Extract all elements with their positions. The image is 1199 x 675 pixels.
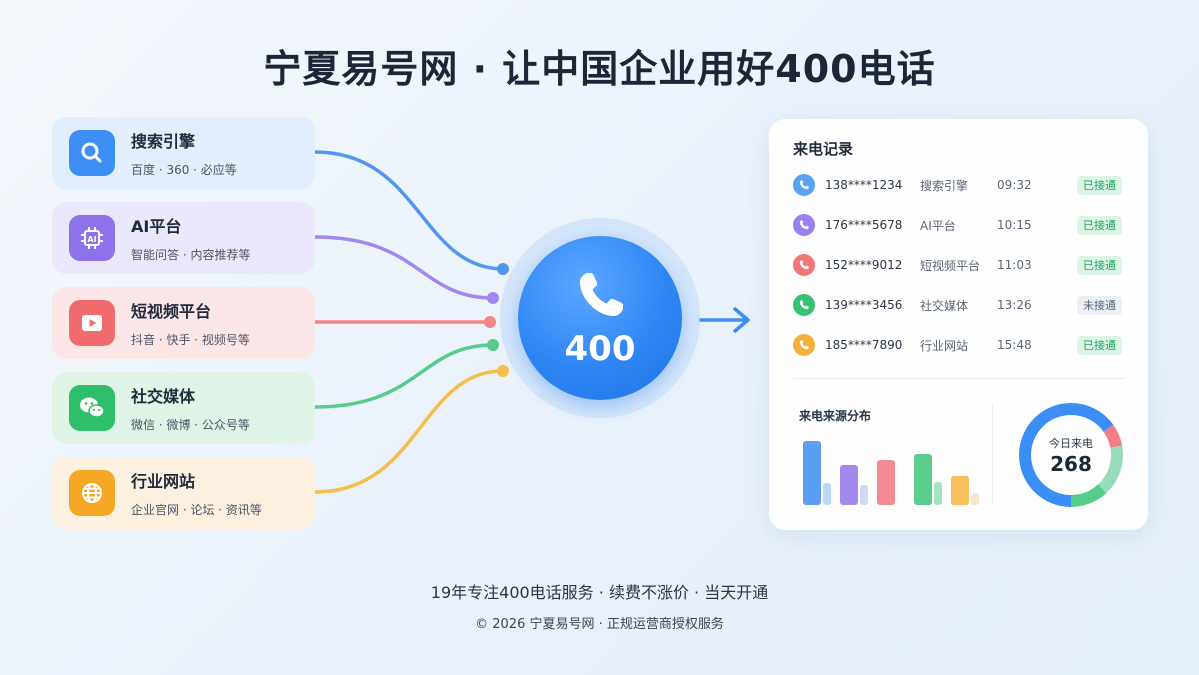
- source-card-industry[interactable]: 行业网站 企业官网 · 论坛 · 资讯等: [52, 457, 315, 529]
- dot-search: [497, 263, 509, 275]
- bar-secondary-1: [860, 485, 868, 505]
- source-title: 行业网站: [131, 472, 196, 491]
- call-log-panel: 来电记录 138****1234 搜索引擎 09:32 已接通 176****5…: [769, 119, 1148, 530]
- call-number: 176****5678: [825, 218, 903, 232]
- wechat-icon: [69, 385, 115, 431]
- panel-title: 来电记录: [793, 140, 854, 158]
- call-time: 13:26: [997, 298, 1032, 312]
- svg-text:AI: AI: [87, 235, 96, 244]
- line-ai: [313, 235, 495, 300]
- dot-industry: [497, 365, 509, 377]
- line-social: [313, 343, 495, 409]
- call-source: 社交媒体: [920, 298, 969, 313]
- bar-secondary-4: [971, 493, 979, 505]
- source-title: 搜索引擎: [131, 132, 196, 151]
- divider: [793, 378, 1125, 379]
- donut-slice-2: [1019, 403, 1123, 507]
- source-card-search[interactable]: 搜索引擎 百度 · 360 · 必应等: [52, 117, 315, 189]
- source-title: 短视频平台: [131, 302, 212, 321]
- call-row[interactable]: 176****5678 AI平台 10:15 已接通: [793, 213, 1125, 237]
- bar-main-4: [951, 476, 969, 505]
- call-row[interactable]: 185****7890 行业网站 15:48 已接通: [793, 333, 1125, 357]
- source-distribution-chart: [803, 441, 979, 505]
- footer-slogan: 19年专注400电话服务 · 续费不涨价 · 当天开通: [430, 583, 769, 602]
- phone-icon: [793, 334, 815, 356]
- call-source: 短视频平台: [920, 258, 981, 273]
- line-industry: [313, 369, 505, 494]
- today-calls-label: 今日来电: [1049, 437, 1093, 450]
- footer-copyright: © 2026 宁夏易号网 · 正规运营商授权服务: [475, 617, 724, 632]
- status-badge: 已接通: [1077, 255, 1122, 275]
- source-card-video[interactable]: 短视频平台 抖音 · 快手 · 视频号等: [52, 287, 315, 359]
- today-calls-donut: [1019, 403, 1123, 507]
- source-subtitle: 百度 · 360 · 必应等: [131, 163, 237, 177]
- call-source: AI平台: [920, 218, 956, 233]
- play-video-icon: [69, 300, 115, 346]
- bar-secondary-0: [823, 483, 831, 505]
- bar-secondary-3: [934, 482, 942, 505]
- call-number: 138****1234: [825, 178, 903, 192]
- call-source: 行业网站: [920, 338, 969, 353]
- phone-icon: [793, 294, 815, 316]
- call-time: 09:32: [997, 178, 1032, 192]
- search-icon: [69, 130, 115, 176]
- bar-main-1: [840, 465, 858, 505]
- hub-400[interactable]: 400: [518, 236, 682, 400]
- call-time: 11:03: [997, 258, 1032, 272]
- source-card-ai[interactable]: AI AI平台 智能问答 · 内容推荐等: [52, 202, 315, 274]
- status-badge: 已接通: [1077, 175, 1122, 195]
- source-card-social[interactable]: 社交媒体 微信 · 微博 · 公众号等: [52, 372, 315, 444]
- status-badge: 已接通: [1077, 215, 1122, 235]
- arrow-right-icon: [698, 307, 750, 333]
- source-subtitle: 抖音 · 快手 · 视频号等: [131, 333, 250, 347]
- bar-main-3: [914, 454, 932, 505]
- call-source: 搜索引擎: [920, 178, 969, 193]
- page-title: 宁夏易号网 · 让中国企业用好400电话: [263, 47, 936, 91]
- dot-ai: [487, 292, 499, 304]
- status-badge: 已接通: [1077, 335, 1122, 355]
- phone-icon: [793, 174, 815, 196]
- donut-slice-3: [1019, 403, 1123, 507]
- call-time: 10:15: [997, 218, 1032, 232]
- source-title: AI平台: [131, 217, 182, 236]
- line-search: [313, 150, 505, 271]
- source-subtitle: 智能问答 · 内容推荐等: [131, 248, 251, 262]
- status-badge: 未接通: [1077, 295, 1122, 315]
- call-number: 139****3456: [825, 298, 903, 312]
- call-number: 185****7890: [825, 338, 903, 352]
- globe-icon: [69, 470, 115, 516]
- dot-video: [484, 316, 496, 328]
- phone-icon: [580, 273, 623, 316]
- source-subtitle: 企业官网 · 论坛 · 资讯等: [131, 503, 262, 517]
- call-row[interactable]: 139****3456 社交媒体 13:26 未接通: [793, 293, 1125, 317]
- divider: [992, 404, 993, 504]
- hub-label: 400: [564, 329, 636, 369]
- ai-chip-icon: AI: [69, 215, 115, 261]
- call-row[interactable]: 138****1234 搜索引擎 09:32 已接通: [793, 173, 1125, 197]
- call-row[interactable]: 152****9012 短视频平台 11:03 已接通: [793, 253, 1125, 277]
- source-title: 社交媒体: [131, 387, 196, 406]
- bar-main-2: [877, 460, 895, 505]
- call-number: 152****9012: [825, 258, 903, 272]
- today-calls-count: 268: [1050, 452, 1092, 476]
- call-time: 15:48: [997, 338, 1032, 352]
- phone-icon: [793, 214, 815, 236]
- bar-main-0: [803, 441, 821, 505]
- phone-icon: [793, 254, 815, 276]
- dot-social: [487, 339, 499, 351]
- distribution-title: 来电来源分布: [799, 409, 872, 423]
- source-subtitle: 微信 · 微博 · 公众号等: [131, 418, 250, 432]
